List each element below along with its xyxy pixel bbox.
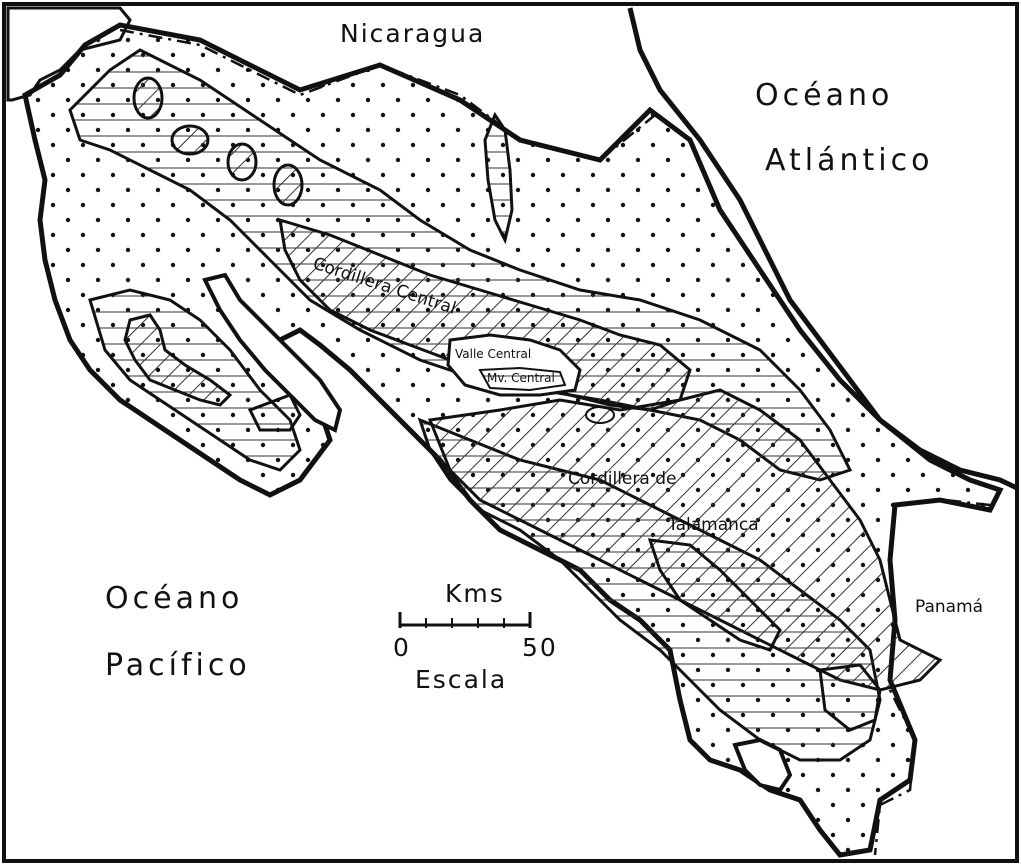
northwest-hill-4 <box>272 163 304 207</box>
label-pacific-1: Océano <box>105 581 243 616</box>
southeast-hill <box>818 663 882 732</box>
peninsula-hill-south <box>247 393 302 432</box>
peninsula-highland <box>123 313 233 407</box>
scale-bar: Kms 0 50 Escala <box>393 579 558 694</box>
atlantic-coastline <box>627 7 1019 491</box>
valle-central-inner <box>478 366 567 392</box>
label-talamanca-2: Talamanca <box>667 515 759 535</box>
label-pacific-2: Pacífico <box>105 648 251 683</box>
label-panama: Panamá <box>915 597 983 617</box>
panama-border <box>873 498 991 856</box>
label-atlantic-1: Océano <box>755 78 893 113</box>
northern-hill <box>483 111 514 245</box>
nicaragua-land <box>6 6 132 102</box>
scale-unit: Kms <box>445 579 505 608</box>
label-valle-central-1: Valle Central <box>455 347 531 361</box>
label-talamanca-1: Cordillera de <box>568 469 676 489</box>
scale-end: 50 <box>522 633 558 662</box>
nicaragua-border <box>119 28 656 162</box>
northwest-hill-2 <box>170 124 210 156</box>
valle-small-hill <box>585 406 615 424</box>
label-nicaragua: Nicaragua <box>340 19 485 48</box>
talamanca-lowland <box>647 538 782 652</box>
scale-caption: Escala <box>415 665 507 694</box>
cordillera-talamanca <box>427 388 943 692</box>
label-valle-central-2: Mv. Central <box>487 371 555 385</box>
label-atlantic-2: Atlántico <box>765 143 933 178</box>
northwest-hill-3 <box>226 142 258 182</box>
northwest-hill-1 <box>132 76 164 120</box>
golfo-dulce <box>732 737 793 793</box>
scale-start: 0 <box>393 633 411 662</box>
gulf-of-nicoya <box>202 272 343 433</box>
